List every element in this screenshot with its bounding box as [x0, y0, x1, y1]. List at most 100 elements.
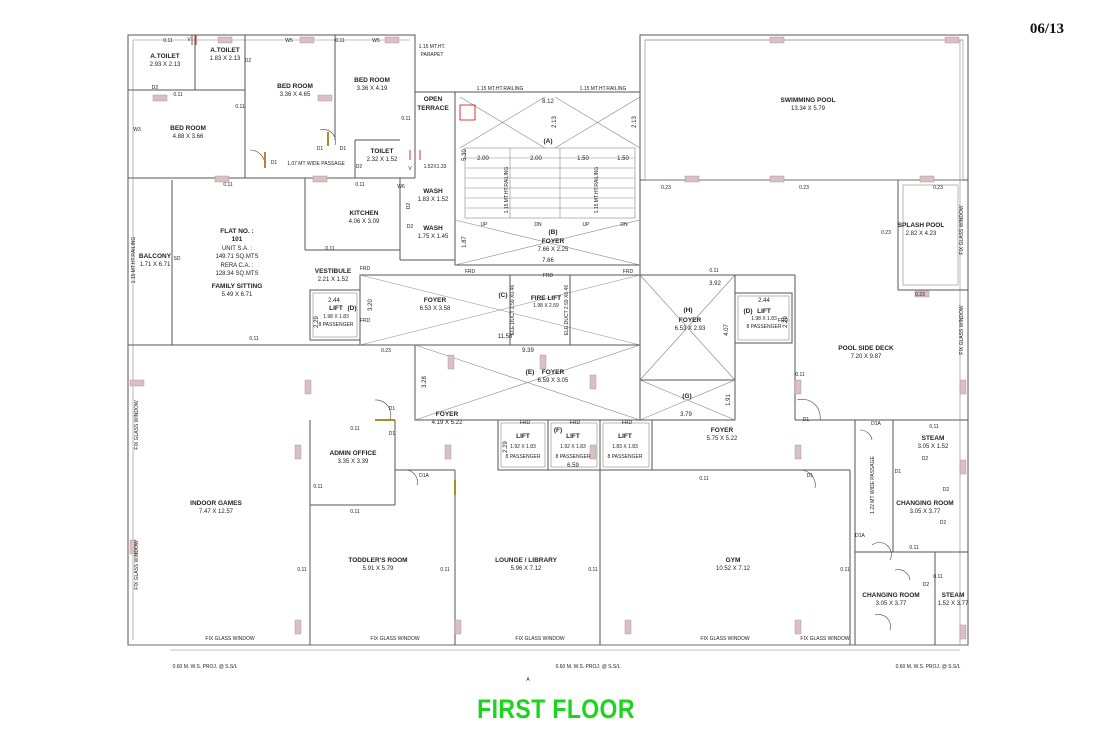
svg-text:0.11: 0.11 — [588, 567, 598, 573]
svg-text:D1: D1 — [803, 417, 810, 423]
svg-text:D1: D1 — [389, 406, 396, 412]
svg-text:0.60 M. W.S. PROJ. @ S.S/L: 0.60 M. W.S. PROJ. @ S.S/L — [173, 664, 238, 670]
svg-text:8 PASSENGER: 8 PASSENGER — [608, 454, 643, 460]
svg-text:0.11: 0.11 — [355, 182, 365, 188]
svg-text:1.22 MT WIDE PASSAGE: 1.22 MT WIDE PASSAGE — [870, 456, 876, 514]
room-name: FOYER — [424, 297, 447, 304]
room-size: 2.21 X 1.52 — [318, 277, 349, 283]
room-name: ADMIN OFFICE — [330, 450, 378, 457]
svg-text:LIFT: LIFT — [329, 305, 343, 312]
svg-text:1.15 MT.HT.RAILING: 1.15 MT.HT.RAILING — [477, 86, 524, 92]
svg-text:3.20: 3.20 — [368, 299, 374, 311]
svg-text:D1: D1 — [340, 146, 347, 152]
svg-text:2.29: 2.29 — [314, 316, 320, 328]
svg-text:8 PASSENGER: 8 PASSENGER — [319, 322, 354, 328]
floor-title: FIRST FLOOR — [477, 694, 635, 724]
svg-text:4.07: 4.07 — [724, 324, 730, 336]
red-markers — [191, 35, 476, 160]
svg-text:(A): (A) — [543, 138, 552, 145]
svg-text:(D): (D) — [743, 308, 752, 315]
room-size: 4.88 X 3.66 — [173, 134, 204, 140]
svg-text:D2: D2 — [943, 487, 950, 493]
room-size: 6.53 X 3.58 — [420, 306, 451, 312]
svg-text:1.52X1.33: 1.52X1.33 — [424, 164, 447, 170]
svg-text:D1A: D1A — [419, 473, 429, 479]
svg-text:D2: D2 — [152, 85, 159, 91]
svg-text:D2: D2 — [922, 456, 929, 462]
room-size: 1.52 X 3.77 — [938, 601, 969, 607]
svg-text:LIFT: LIFT — [618, 433, 632, 440]
svg-text:3.79: 3.79 — [680, 412, 692, 418]
svg-text:LIFT: LIFT — [566, 433, 580, 440]
svg-text:0.11: 0.11 — [909, 545, 919, 551]
room-size: 10.52 X 7.12 — [716, 566, 751, 572]
svg-text:1.15 MT.HT.RAILING: 1.15 MT.HT.RAILING — [131, 237, 137, 284]
svg-text:0.60 M. W.S. PROJ. @ S.S/L: 0.60 M. W.S. PROJ. @ S.S/L — [556, 664, 621, 670]
svg-text:3.28: 3.28 — [422, 376, 428, 388]
svg-text:FRD: FRD — [360, 318, 371, 324]
svg-text:TERRACE: TERRACE — [417, 105, 449, 112]
room-size: 2.93 X 2.13 — [150, 62, 181, 68]
svg-text:0.11: 0.11 — [440, 567, 450, 573]
room-name: FOYER — [711, 427, 734, 434]
structural-columns — [129, 36, 967, 640]
room-size: 2.82 X 4.23 — [906, 231, 937, 237]
room-size: 4.06 X 3.09 — [349, 219, 380, 225]
svg-text:2.13: 2.13 — [552, 116, 558, 128]
room-name: BED ROOM — [354, 77, 390, 84]
room-name: WASH — [423, 188, 443, 195]
lift-labels: LIFT (D) 1.98 X 1.83 8 PASSENGER LIFT (D… — [319, 305, 782, 460]
lift-shafts — [309, 289, 793, 471]
room-size: 3.36 X 4.65 — [280, 92, 311, 98]
svg-text:1.15 MT.HT.: 1.15 MT.HT. — [419, 44, 446, 50]
svg-text:0.11: 0.11 — [163, 38, 173, 44]
svg-text:0.23: 0.23 — [381, 348, 391, 354]
svg-text:D2: D2 — [407, 224, 414, 230]
svg-text:(F): (F) — [554, 427, 562, 434]
room-name: CHANGING ROOM — [862, 592, 919, 599]
svg-text:149.71 SQ.MTS: 149.71 SQ.MTS — [215, 254, 258, 260]
svg-text:1.15 MT.HT.RAILING: 1.15 MT.HT.RAILING — [594, 167, 600, 214]
room-name: A.TOILET — [210, 47, 240, 54]
svg-text:1.92 X 1.83: 1.92 X 1.83 — [560, 444, 586, 450]
room-name: CHANGING ROOM — [896, 500, 953, 507]
svg-text:FRD: FRD — [622, 420, 633, 426]
svg-text:1.91: 1.91 — [726, 394, 732, 406]
room-name: WASH — [423, 225, 443, 232]
svg-text:0.11: 0.11 — [350, 509, 360, 515]
svg-text:(B): (B) — [548, 229, 557, 236]
svg-text:D1A: D1A — [855, 533, 865, 539]
room-name: FIRE LIFT — [531, 295, 561, 302]
svg-text:FRD: FRD — [465, 269, 476, 275]
svg-text:D2: D2 — [923, 582, 930, 588]
svg-text:1.92 X 1.83: 1.92 X 1.83 — [510, 444, 536, 450]
room-size: 1.83 X 1.52 — [418, 197, 449, 203]
svg-text:0.11: 0.11 — [223, 182, 233, 188]
svg-text:1.07 MT WIDE PASSAGE: 1.07 MT WIDE PASSAGE — [287, 161, 345, 167]
doors — [249, 129, 911, 631]
svg-text:UNIT S.A. :: UNIT S.A. : — [222, 246, 253, 252]
room-name: STEAM — [942, 592, 965, 599]
svg-text:FLAT NO. :: FLAT NO. : — [220, 228, 253, 235]
room-name: STEAM — [922, 435, 945, 442]
svg-text:2.29: 2.29 — [783, 316, 789, 328]
room-size: 6.59 X 3.05 — [538, 378, 569, 384]
room-name: A.TOILET — [150, 53, 180, 60]
svg-text:D1: D1 — [807, 473, 814, 479]
svg-text:8 PASSENGER: 8 PASSENGER — [506, 454, 541, 460]
svg-text:ELE.DUCT 2.59 X0.46: ELE.DUCT 2.59 X0.46 — [510, 285, 516, 335]
room-size: 5.96 X 7.12 — [511, 566, 542, 572]
svg-text:0.11: 0.11 — [401, 116, 411, 122]
room-size: 4.19 X 5.22 — [432, 420, 463, 426]
svg-text:128.34 SQ.MTS: 128.34 SQ.MTS — [215, 271, 258, 277]
room-size: 5.49 X 6.71 — [222, 292, 253, 298]
svg-text:FRD: FRD — [778, 318, 789, 324]
room-size: 7.47 X 12.57 — [199, 509, 234, 515]
svg-text:D1: D1 — [271, 160, 278, 166]
room-name: BALCONY — [139, 253, 172, 260]
svg-text:2.29: 2.29 — [503, 441, 509, 453]
svg-text:6.59: 6.59 — [567, 463, 579, 469]
svg-text:RERA C.A. :: RERA C.A. : — [220, 263, 253, 269]
svg-text:0.11: 0.11 — [173, 92, 183, 98]
svg-text:0.11: 0.11 — [350, 426, 360, 432]
